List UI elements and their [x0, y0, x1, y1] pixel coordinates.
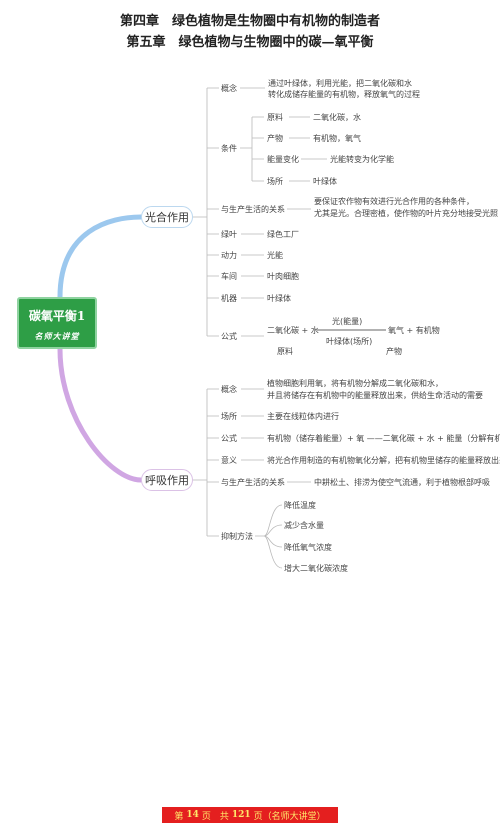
branch-respiration: 呼吸作用	[141, 469, 193, 491]
formula-below: 叶绿体(场所)	[326, 337, 373, 346]
power-value: 光能	[267, 251, 283, 260]
footer-total-pages: 121	[231, 810, 251, 820]
node-raw: 原料	[267, 113, 283, 122]
node-energy: 能量变化	[267, 155, 299, 164]
formula-above: 光(能量)	[332, 317, 363, 326]
branch-photosynthesis: 光合作用	[141, 206, 193, 228]
relation-line2: 尤其是光。合理密植，使作物的叶片充分地接受光照	[314, 209, 498, 218]
footer-page-number: 14	[186, 810, 199, 820]
footer-mid: 页 共	[201, 811, 229, 822]
page-footer: 第 14 页 共 121 页（名师大讲堂）	[162, 807, 338, 823]
footer-pre: 第	[174, 811, 184, 822]
resp-site-value: 主要在线粒体内进行	[267, 412, 339, 421]
resp-node-meaning: 意义	[221, 456, 237, 465]
root-subtitle: 名师大讲堂	[34, 332, 80, 341]
formula-right: 氧气 + 有机物	[388, 326, 440, 335]
node-machine: 机器	[221, 294, 237, 303]
resp-node-formula: 公式	[221, 434, 237, 443]
resp-formula-value: 有机物（储存着能量）+ 氧 ——二氧化碳 + 水 + 能量（分解有机物	[267, 434, 500, 443]
resp-meaning-value: 将光合作用制造的有机物氧化分解，把有机物里储存的能量释放出来	[267, 456, 500, 465]
node-workshop: 车间	[221, 272, 237, 281]
footer-source: 页（名师大讲堂）	[253, 811, 326, 822]
node-conditions: 条件	[221, 144, 237, 153]
inhibit-item: 增大二氧化碳浓度	[284, 564, 348, 573]
root-node: 碳氧平衡1 名师大讲堂	[17, 297, 97, 349]
formula-raw-label: 原料	[277, 347, 293, 356]
resp-node-site: 场所	[221, 412, 237, 421]
node-concept: 概念	[221, 84, 237, 93]
raw-value: 二氧化碳，水	[313, 113, 361, 122]
node-leaf: 绿叶	[221, 230, 237, 239]
resp-node-relation: 与生产生活的关系	[221, 478, 285, 487]
leaf-value: 绿色工厂	[267, 230, 299, 239]
chapter-title-5: 第五章 绿色植物与生物圈中的碳—氧平衡	[126, 35, 374, 50]
node-product: 产物	[267, 134, 283, 143]
resp-node-inhibit: 抑制方法	[221, 532, 253, 541]
concept-line1: 通过叶绿体，利用光能，把二氧化碳和水	[268, 79, 412, 88]
inhibit-item: 降低温度	[284, 501, 316, 510]
relation-line1: 要保证农作物有效进行光合作用的各种条件，	[314, 197, 474, 206]
energy-value: 光能转变为化学能	[330, 155, 394, 164]
resp-concept-line2: 并且将储存在有机物中的能量释放出来，供给生命活动的需要	[267, 391, 483, 400]
resp-relation-value: 中耕松土、排涝为使空气流通，利于植物根部呼吸	[314, 478, 490, 487]
resp-concept-line1: 植物细胞利用氧，将有机物分解成二氧化碳和水，	[267, 379, 443, 388]
workshop-value: 叶肉细胞	[267, 272, 299, 281]
node-formula: 公式	[221, 332, 237, 341]
chapter-title-4: 第四章 绿色植物是生物圈中有机物的制造者	[119, 14, 380, 29]
formula-left: 二氧化碳 + 水	[267, 326, 319, 335]
inhibit-item: 降低氧气浓度	[284, 543, 332, 552]
formula-product-label: 产物	[386, 347, 402, 356]
resp-node-concept: 概念	[221, 385, 237, 394]
node-site: 场所	[267, 177, 283, 186]
inhibit-item: 减少含水量	[284, 521, 324, 530]
site-value: 叶绿体	[313, 177, 337, 186]
product-value: 有机物，氧气	[313, 134, 361, 143]
root-title: 碳氧平衡1	[28, 309, 86, 323]
node-power: 动力	[221, 251, 237, 260]
node-relation: 与生产生活的关系	[221, 205, 285, 214]
concept-line2: 转化成储存能量的有机物，释放氧气的过程	[268, 90, 420, 99]
machine-value: 叶绿体	[267, 294, 291, 303]
